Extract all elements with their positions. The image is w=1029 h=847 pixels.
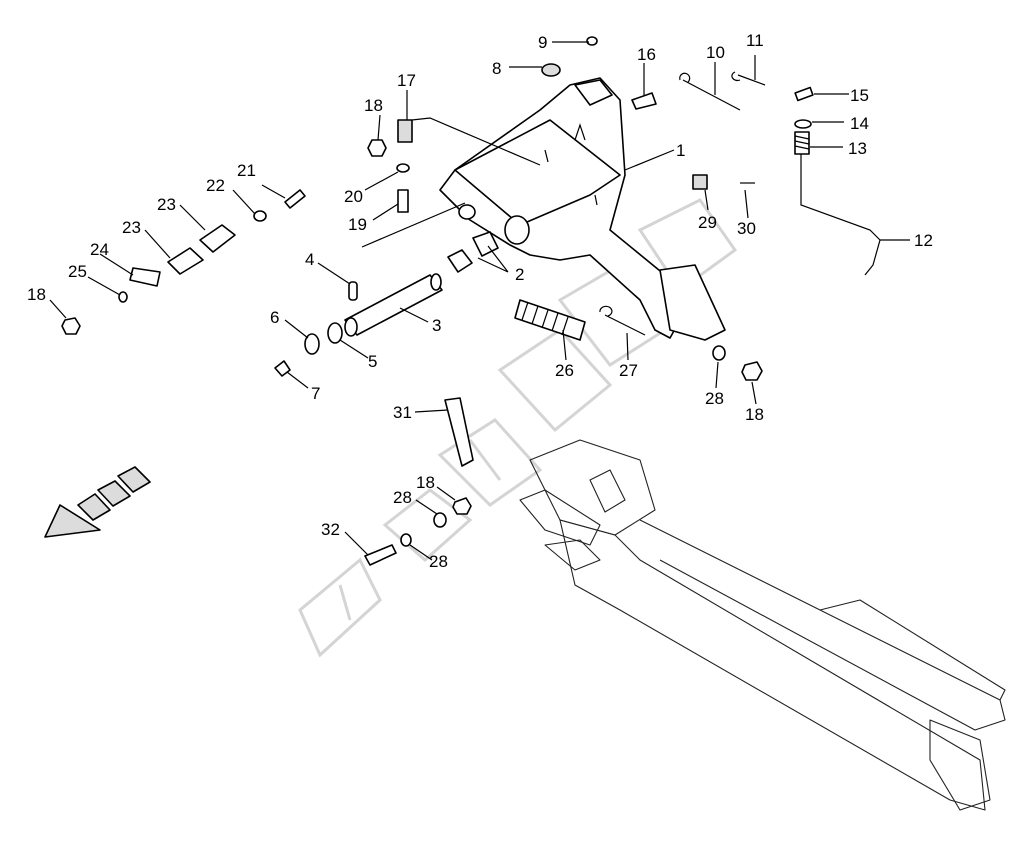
label-6: 6 [270, 308, 279, 327]
bolt-part [364, 544, 397, 566]
label-30: 30 [737, 219, 756, 238]
label-5: 5 [368, 352, 377, 371]
label-12: 12 [914, 231, 933, 250]
link-arm-part [444, 397, 474, 467]
linch-pin-part [679, 72, 741, 111]
label-29: 29 [698, 213, 717, 232]
label-31: 31 [393, 403, 412, 422]
spring-large-part [514, 299, 586, 341]
washer-part [433, 512, 447, 528]
ring-part [327, 322, 343, 344]
label-27: 27 [619, 361, 638, 380]
label-8: 8 [492, 59, 501, 78]
pin-part [794, 86, 814, 102]
label-28: 28 [705, 389, 724, 408]
label-20: 20 [344, 187, 363, 206]
plug-part [541, 63, 561, 77]
pivot-pin-part [344, 273, 443, 337]
cotter-pin-part [731, 71, 766, 86]
label-25: 25 [68, 262, 87, 281]
washer-part [712, 345, 726, 361]
nut-part [61, 317, 81, 335]
washer-part [253, 210, 267, 222]
clamp-part [692, 174, 708, 190]
bolt-part [284, 189, 306, 209]
label-32: 32 [321, 520, 340, 539]
link-plate-part [167, 247, 204, 275]
label-18: 18 [364, 96, 383, 115]
label-14: 14 [850, 114, 869, 133]
roll-pin-part [348, 281, 358, 301]
label-13: 13 [848, 139, 867, 158]
spring-small-part [794, 131, 810, 155]
leader-lines [49, 41, 910, 561]
label-7: 7 [311, 384, 320, 403]
label-10: 10 [706, 43, 725, 62]
bolt-part [397, 189, 409, 213]
washer-part [794, 119, 812, 129]
washer-part [400, 533, 412, 547]
label-2: 2 [515, 265, 524, 284]
label-16: 16 [637, 45, 656, 64]
washer-part [118, 291, 128, 303]
label-19: 19 [348, 215, 367, 234]
label-18: 18 [27, 285, 46, 304]
block-part [397, 119, 413, 143]
label-17: 17 [397, 71, 416, 90]
label-23: 23 [157, 195, 176, 214]
bushings-part [447, 231, 499, 273]
label-18: 18 [416, 473, 435, 492]
label-28: 28 [393, 488, 412, 507]
lever-part [800, 150, 881, 276]
label-24: 24 [90, 240, 109, 259]
cap-part [586, 36, 598, 46]
label-1: 1 [676, 141, 685, 160]
label-4: 4 [305, 250, 314, 269]
direction-arrow-icon [44, 466, 151, 538]
bolt-part [631, 92, 657, 110]
washer-part [396, 163, 410, 173]
label-11: 11 [746, 31, 764, 50]
nut-part [452, 497, 472, 515]
link-plate-part [199, 224, 236, 253]
label-18: 18 [745, 405, 764, 424]
eye-bolt-part [599, 305, 646, 336]
label-23: 23 [122, 218, 141, 237]
label-3: 3 [432, 316, 441, 335]
bracket-part [129, 267, 161, 287]
lift-arm-part [439, 77, 726, 341]
grease-fitting-part [274, 360, 291, 377]
label-9: 9 [538, 33, 547, 52]
part-labels: 9 16 10 11 8 17 18 15 14 13 1 21 20 22 1… [27, 31, 933, 571]
label-22: 22 [206, 176, 225, 195]
label-15: 15 [850, 86, 869, 105]
chassis-frame [519, 439, 1006, 811]
nut-part [741, 361, 763, 381]
label-21: 21 [237, 161, 256, 180]
ring-part [304, 333, 320, 355]
nut-part [367, 139, 387, 157]
label-28: 28 [429, 552, 448, 571]
label-26: 26 [555, 361, 574, 380]
